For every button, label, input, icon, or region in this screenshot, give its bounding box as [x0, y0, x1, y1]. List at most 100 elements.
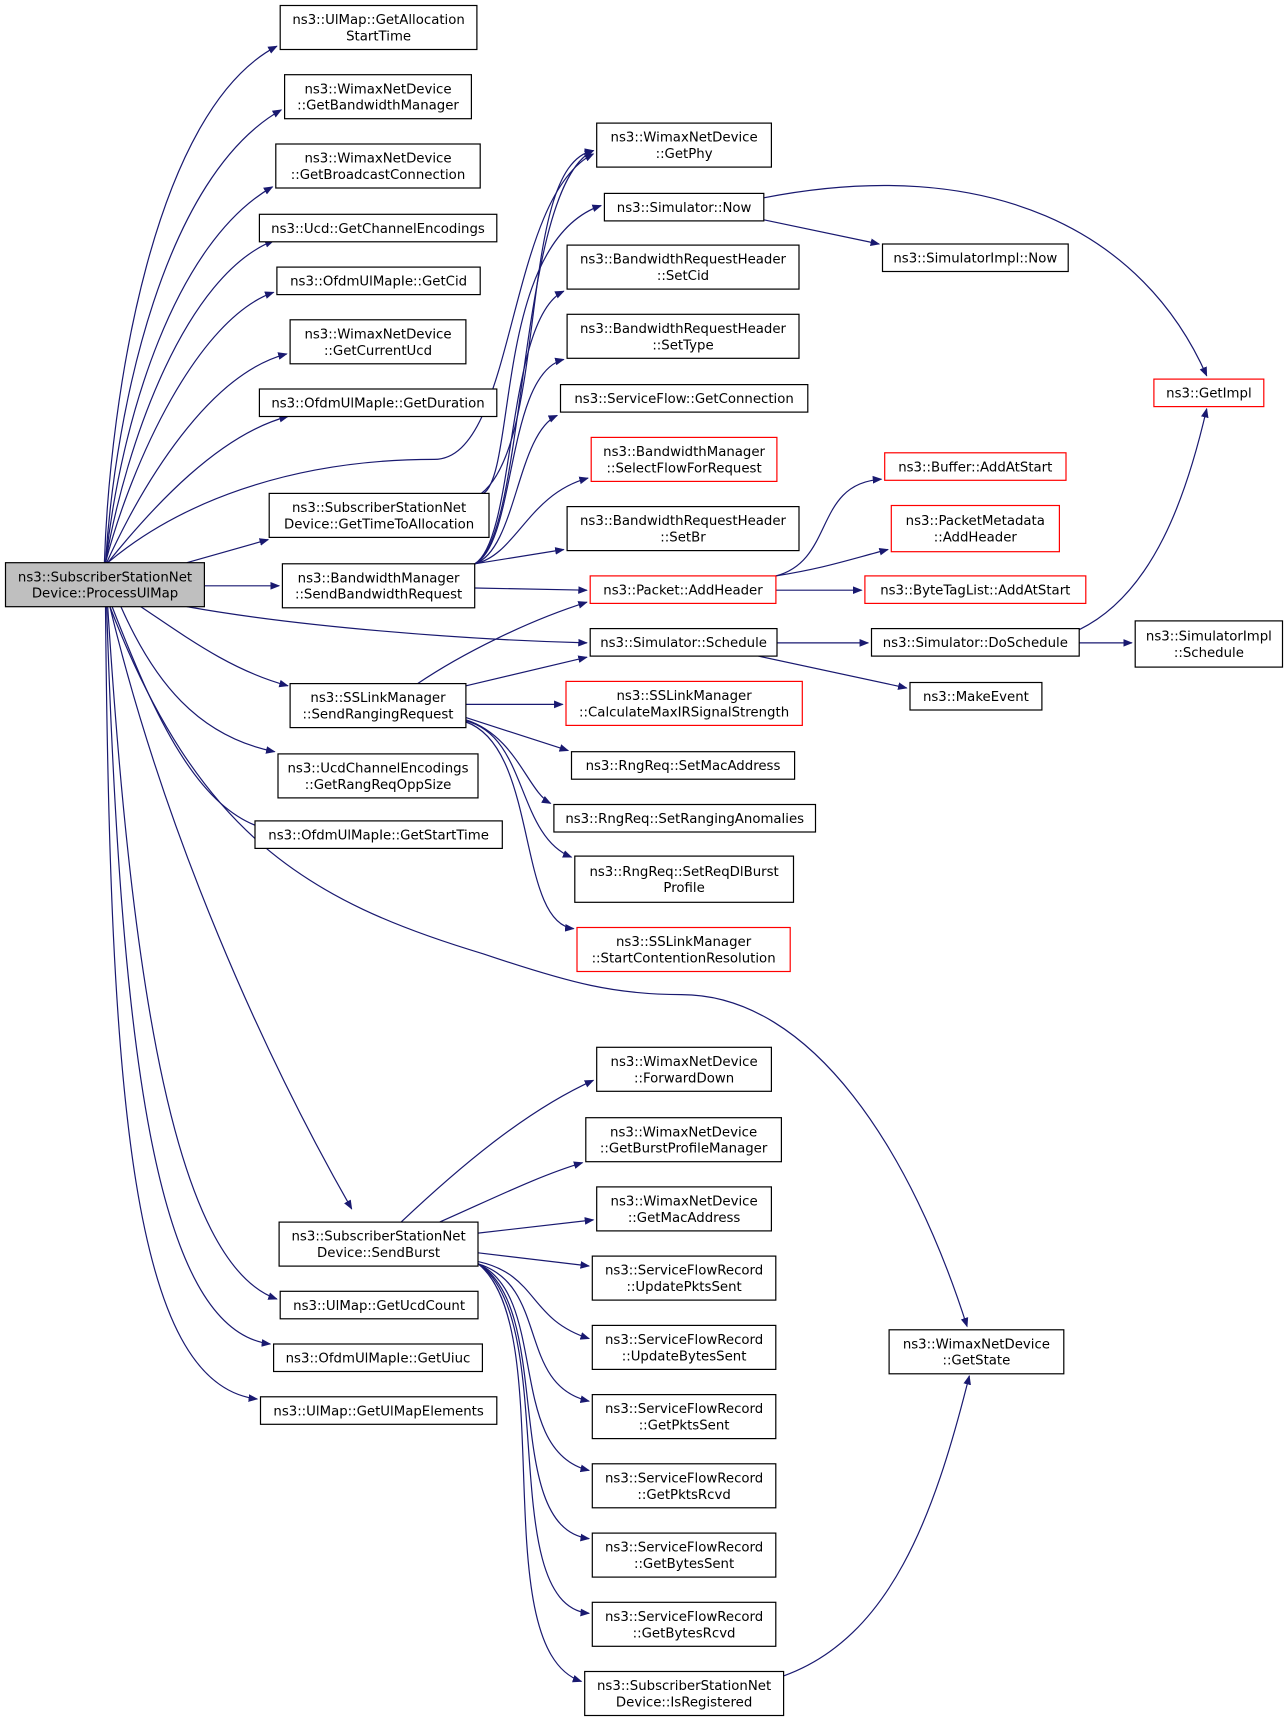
- edge-n0-to-n4: [104, 240, 275, 563]
- graph-node-n23[interactable]: ns3::BandwidthRequestHeader::SetBr: [566, 506, 800, 552]
- graph-node-n35[interactable]: ns3::ServiceFlowRecord::UpdateBytesSent: [591, 1324, 777, 1371]
- graph-node-n33[interactable]: ns3::WimaxNetDevice::GetMacAddress: [596, 1186, 773, 1232]
- graph-node-n25[interactable]: ns3::Simulator::Schedule: [589, 627, 778, 657]
- node-label: ns3::ByteTagList::AddAtStart: [880, 583, 1070, 598]
- graph-node-n49[interactable]: ns3::WimaxNetDevice::GetState: [888, 1329, 1065, 1375]
- graph-node-n7[interactable]: ns3::OfdmUlMapIe::GetDuration: [258, 388, 498, 418]
- graph-node-n14[interactable]: ns3::UlMap::GetUcdCount: [279, 1290, 479, 1320]
- node-box: [576, 926, 791, 973]
- node-label: ns3::OfdmUlMapIe::GetDuration: [271, 397, 484, 412]
- edge-n9-to-n17: [474, 150, 595, 565]
- node-label: ns3::PacketMetadata: [906, 514, 1045, 529]
- graph-node-n26[interactable]: ns3::SSLinkManager::CalculateMaxIRSignal…: [565, 680, 803, 727]
- node-label: ns3::Buffer::AddAtStart: [898, 460, 1052, 475]
- node-label: ns3::WimaxNetDevice: [304, 327, 451, 342]
- graph-node-n20[interactable]: ns3::BandwidthRequestHeader::SetType: [566, 313, 800, 359]
- graph-node-n6[interactable]: ns3::WimaxNetDevice::GetCurrentUcd: [289, 319, 467, 365]
- node-label: ::SetBr: [660, 531, 706, 546]
- graph-node-n46[interactable]: ns3::Simulator::DoSchedule: [870, 627, 1080, 657]
- graph-node-n36[interactable]: ns3::ServiceFlowRecord::GetPktsSent: [591, 1393, 777, 1440]
- edge-n0-to-n3: [104, 186, 274, 563]
- node-label: ns3::Ucd::GetChannelEncodings: [271, 222, 485, 237]
- node-box: [591, 1255, 777, 1301]
- graph-node-n43[interactable]: ns3::Buffer::AddAtStart: [884, 452, 1067, 481]
- node-label: ::GetCurrentUcd: [324, 344, 432, 359]
- graph-node-n12[interactable]: ns3::OfdmUlMapIe::GetStartTime: [254, 820, 503, 850]
- edge-n0-to-n13: [109, 606, 353, 1210]
- graph-node-n42[interactable]: ns3::GetImpl: [1153, 378, 1265, 408]
- graph-node-n38[interactable]: ns3::ServiceFlowRecord::GetBytesSent: [591, 1532, 777, 1578]
- edge-n13-to-n38: [477, 1263, 591, 1542]
- node-box: [864, 575, 1087, 605]
- edge-n40-to-n49: [783, 1374, 971, 1677]
- node-label: ns3::ServiceFlowRecord: [605, 1333, 763, 1348]
- node-label: ::CalculateMaxIRSignalStrength: [579, 705, 789, 720]
- edge-n8-to-n17: [481, 148, 595, 494]
- edge-n10-to-n30: [465, 721, 575, 932]
- graph-node-n19[interactable]: ns3::BandwidthRequestHeader::SetCid: [566, 244, 800, 290]
- graph-node-n18[interactable]: ns3::Simulator::Now: [603, 192, 765, 222]
- graph-node-n5[interactable]: ns3::OfdmUlMapIe::GetCid: [276, 266, 481, 296]
- graph-node-n8[interactable]: ns3::SubscriberStationNetDevice::GetTime…: [268, 492, 490, 538]
- edge-n13-to-n36: [477, 1263, 591, 1404]
- node-box: [603, 192, 765, 222]
- graph-node-n4[interactable]: ns3::Ucd::GetChannelEncodings: [258, 213, 498, 243]
- node-label: ns3::RngReq::SetReqDlBurst: [589, 865, 778, 880]
- node-label: ::GetRangReqOppSize: [305, 778, 452, 793]
- node-label: ns3::SSLinkManager: [616, 935, 752, 950]
- graph-node-n24[interactable]: ns3::Packet::AddHeader: [589, 575, 777, 605]
- edge-n0-to-n6: [106, 352, 288, 563]
- edge-n0-to-n17: [107, 153, 595, 564]
- graph-node-n34[interactable]: ns3::ServiceFlowRecord::UpdatePktsSent: [591, 1255, 777, 1301]
- graph-node-n28[interactable]: ns3::RngReq::SetRangingAnomalies: [553, 803, 817, 833]
- graph-node-n40[interactable]: ns3::SubscriberStationNetDevice::IsRegis…: [584, 1670, 785, 1717]
- node-label: ns3::UcdChannelEncodings: [287, 762, 468, 777]
- graph-node-n21[interactable]: ns3::ServiceFlow::GetConnection: [559, 384, 809, 413]
- graph-node-n15[interactable]: ns3::OfdmUlMapIe::GetUiuc: [273, 1343, 484, 1373]
- graph-node-n9[interactable]: ns3::BandwidthManager::SendBandwidthRequ…: [281, 563, 476, 609]
- graph-node-n41[interactable]: ns3::SimulatorImpl::Now: [881, 243, 1069, 273]
- node-label: StartTime: [346, 30, 411, 45]
- node-label: ::GetPktsSent: [639, 1419, 730, 1434]
- graph-node-n37[interactable]: ns3::ServiceFlowRecord::GetPktsRcvd: [591, 1463, 777, 1509]
- graph-node-n45[interactable]: ns3::ByteTagList::AddAtStart: [864, 575, 1087, 605]
- graph-node-n22[interactable]: ns3::BandwidthManager::SelectFlowForRequ…: [590, 436, 778, 482]
- graph-node-n17[interactable]: ns3::WimaxNetDevice::GetPhy: [596, 122, 773, 168]
- graph-node-n27[interactable]: ns3::RngReq::SetMacAddress: [570, 751, 796, 780]
- node-box: [565, 680, 803, 727]
- node-box: [591, 1532, 777, 1578]
- node-label: ns3::WimaxNetDevice: [304, 82, 451, 97]
- node-box: [589, 627, 778, 657]
- graph-node-n30[interactable]: ns3::SSLinkManager::StartContentionResol…: [576, 926, 791, 973]
- graph-node-n0[interactable]: ns3::SubscriberStationNetDevice::Process…: [4, 562, 205, 608]
- graph-node-n2[interactable]: ns3::WimaxNetDevice::GetBandwidthManager: [284, 74, 473, 120]
- node-box: [281, 563, 476, 609]
- node-label: ns3::GetImpl: [1166, 387, 1251, 402]
- edge-n9-to-n20: [474, 357, 565, 565]
- graph-node-n10[interactable]: ns3::SSLinkManager::SendRangingRequest: [289, 682, 467, 729]
- node-box: [589, 575, 777, 605]
- graph-node-n32[interactable]: ns3::WimaxNetDevice::GetBurstProfileMana…: [585, 1117, 782, 1163]
- graph-node-n44[interactable]: ns3::PacketMetadata::AddHeader: [890, 504, 1060, 553]
- node-box: [284, 74, 473, 120]
- graph-node-n48[interactable]: ns3::SimulatorImpl::Schedule: [1134, 620, 1284, 668]
- graph-node-n31[interactable]: ns3::WimaxNetDevice::ForwardDown: [596, 1046, 773, 1092]
- edge-n46-to-n42: [1078, 407, 1209, 631]
- node-label: ::GetState: [942, 1354, 1010, 1369]
- graph-node-n16[interactable]: ns3::UlMap::GetUlMapElements: [259, 1396, 498, 1425]
- graph-node-n11[interactable]: ns3::UcdChannelEncodings::GetRangReqOppS…: [277, 753, 479, 799]
- node-label: ns3::WimaxNetDevice: [611, 131, 758, 146]
- graph-node-n13[interactable]: ns3::SubscriberStationNetDevice::SendBur…: [278, 1221, 479, 1267]
- graph-node-n3[interactable]: ns3::WimaxNetDevice::GetBroadcastConnect…: [275, 143, 481, 189]
- edge-n10-to-n27: [465, 717, 570, 752]
- node-label: ::SelectFlowForRequest: [607, 461, 762, 476]
- edge-n13-to-n32: [439, 1161, 584, 1223]
- graph-node-n39[interactable]: ns3::ServiceFlowRecord::GetBytesRcvd: [591, 1601, 777, 1647]
- graph-node-n47[interactable]: ns3::MakeEvent: [909, 681, 1043, 711]
- edge-n9-to-n22: [474, 476, 589, 565]
- node-box: [289, 682, 467, 729]
- node-box: [553, 803, 817, 833]
- edge-n0-to-n7: [107, 414, 289, 564]
